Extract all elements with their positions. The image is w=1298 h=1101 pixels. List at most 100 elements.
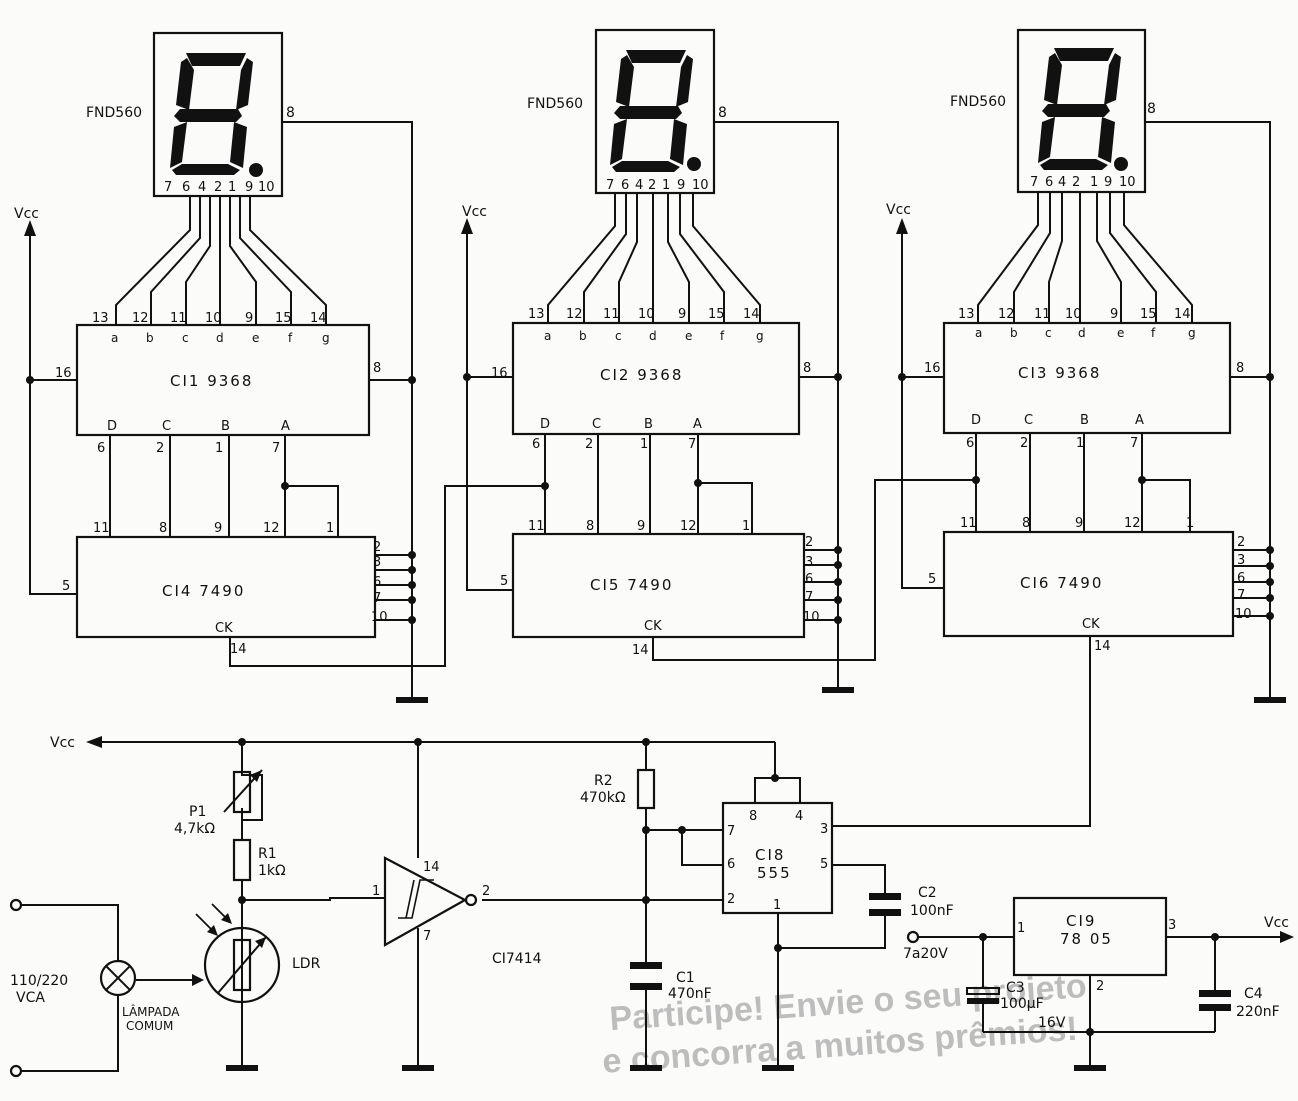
- junction-dots-2: [463, 373, 842, 624]
- wiring-column-2: [466, 228, 976, 661]
- r2-name: R2: [594, 773, 613, 789]
- schmitt-trigger: 1 2 14 7 CI7414: [372, 856, 542, 967]
- clock-label: CK: [215, 621, 233, 636]
- vcc-label-3: Vcc: [886, 202, 911, 218]
- segment-name: g: [322, 331, 330, 345]
- pin-label: 9: [214, 521, 222, 536]
- c3-name: C3: [1006, 980, 1025, 996]
- pin-label: 6: [805, 572, 813, 587]
- decoder-1: CI1 9368 13 12 11 10 9 15 14 a b c d e f…: [55, 311, 381, 456]
- segment-name: b: [579, 329, 587, 343]
- pin-label: 1: [1076, 436, 1084, 451]
- input-name: D: [971, 413, 981, 428]
- pin-label: 12: [132, 311, 149, 326]
- display-pin: 9: [1104, 175, 1112, 190]
- pin-label: 14: [743, 307, 760, 322]
- pin-label: 15: [708, 307, 725, 322]
- clock-label: CK: [644, 619, 662, 634]
- pin-label: 12: [263, 521, 280, 536]
- c4-name: C4: [1244, 986, 1263, 1002]
- segment-name: f: [288, 331, 293, 345]
- pin-label: 8: [373, 361, 381, 376]
- segment-bus-3: [977, 121, 1271, 700]
- input-name: C: [592, 417, 601, 432]
- pin-label: 2: [1020, 436, 1028, 451]
- segment-name: d: [216, 331, 224, 345]
- display-2-label: FND560: [527, 96, 583, 112]
- pin-label: 14: [1094, 639, 1111, 654]
- segment-bus-2: [547, 121, 839, 690]
- segment-name: c: [1045, 326, 1052, 340]
- pin-label: 13: [528, 307, 545, 322]
- pin-label: 11: [603, 307, 620, 322]
- vcc-arrow: [24, 220, 36, 236]
- capacitor-c3: C3 100µF 16V: [966, 980, 1066, 1031]
- junction-dots-regulator: [979, 933, 1219, 1036]
- capacitor-c4: C4 220nF: [1199, 986, 1280, 1020]
- resistor-r1: R1 1kΩ: [232, 838, 286, 882]
- counter-3: CI6 7490 11 8 9 12 1 5 2 3 6 7 10 CK 14: [928, 516, 1252, 654]
- clock-label: CK: [1082, 617, 1100, 632]
- pin-label: 3: [1168, 918, 1176, 933]
- pin-label: 3: [1237, 553, 1245, 568]
- r1-name: R1: [258, 846, 277, 862]
- pin-label: 11: [1034, 307, 1051, 322]
- display-pin: 9: [245, 180, 253, 195]
- pin-label: 2: [727, 892, 735, 907]
- display-pin: 10: [1119, 175, 1136, 190]
- segment-name: e: [685, 329, 692, 343]
- timer-555: CI8 555 8 4 7 6 2 1 5 3: [721, 801, 834, 915]
- input-name: C: [1024, 413, 1033, 428]
- segment-bus-1: [115, 121, 413, 700]
- pin-label: 10: [803, 610, 820, 625]
- resistor-r2: R2 470kΩ: [580, 768, 656, 810]
- segment-name: a: [544, 329, 551, 343]
- pin-label: 12: [566, 307, 583, 322]
- pin-label: 8: [586, 519, 594, 534]
- counter-1-name: CI4 7490: [162, 582, 245, 600]
- pin-label: 13: [92, 311, 109, 326]
- pin-label: 4: [795, 809, 803, 824]
- pin-label: 11: [960, 516, 977, 531]
- display-pin: 2: [1072, 175, 1080, 190]
- pin-label: 1: [640, 437, 648, 452]
- vcc-arrow: [896, 218, 908, 234]
- display-pin: 6: [1045, 175, 1053, 190]
- pin-label: 7: [272, 441, 280, 456]
- vcc-arrow: [86, 736, 102, 748]
- display-pin: 1: [228, 180, 236, 195]
- segment-name: f: [1151, 326, 1156, 340]
- pin-label: 8: [1236, 361, 1244, 376]
- display-pin: 9: [677, 178, 685, 193]
- pin-label: 6: [97, 441, 105, 456]
- pin-label: 2: [156, 441, 164, 456]
- capacitor-c1: C1 470nF: [630, 962, 712, 1002]
- pin-label: 16: [924, 361, 941, 376]
- display-pin: 2: [214, 180, 222, 195]
- input-name: A: [1135, 413, 1144, 428]
- pin-label: 7: [805, 590, 813, 605]
- counter-1: CI4 7490 11 8 9 12 1 5 2 3 6 7 10 CK 14: [62, 521, 388, 657]
- p1-name: P1: [189, 804, 206, 820]
- pin-label: 9: [1110, 307, 1118, 322]
- pin-label: 1: [326, 521, 334, 536]
- schmitt-name: CI7414: [492, 951, 542, 967]
- lamp-label-2: COMUM: [126, 1019, 173, 1033]
- pin-label: 1: [1186, 516, 1194, 531]
- pin-label: 9: [1075, 516, 1083, 531]
- counter-3-name: CI6 7490: [1020, 574, 1103, 592]
- lamp-label-1: LÂMPADA: [122, 1004, 180, 1019]
- pin-label: 12: [680, 519, 697, 534]
- vcc-label-1: Vcc: [14, 206, 39, 222]
- potentiometer-p1: P1 4,7kΩ: [174, 769, 263, 837]
- pin-label: 2: [1237, 535, 1245, 550]
- vcc-label-2: Vcc: [462, 204, 487, 220]
- pin-label: 3: [373, 555, 381, 570]
- pin-label: 12: [1124, 516, 1141, 531]
- pin-label: 7: [423, 929, 431, 944]
- segment-name: g: [756, 329, 764, 343]
- seven-segment-digit: [170, 53, 263, 177]
- pin-label: 2: [1096, 979, 1104, 994]
